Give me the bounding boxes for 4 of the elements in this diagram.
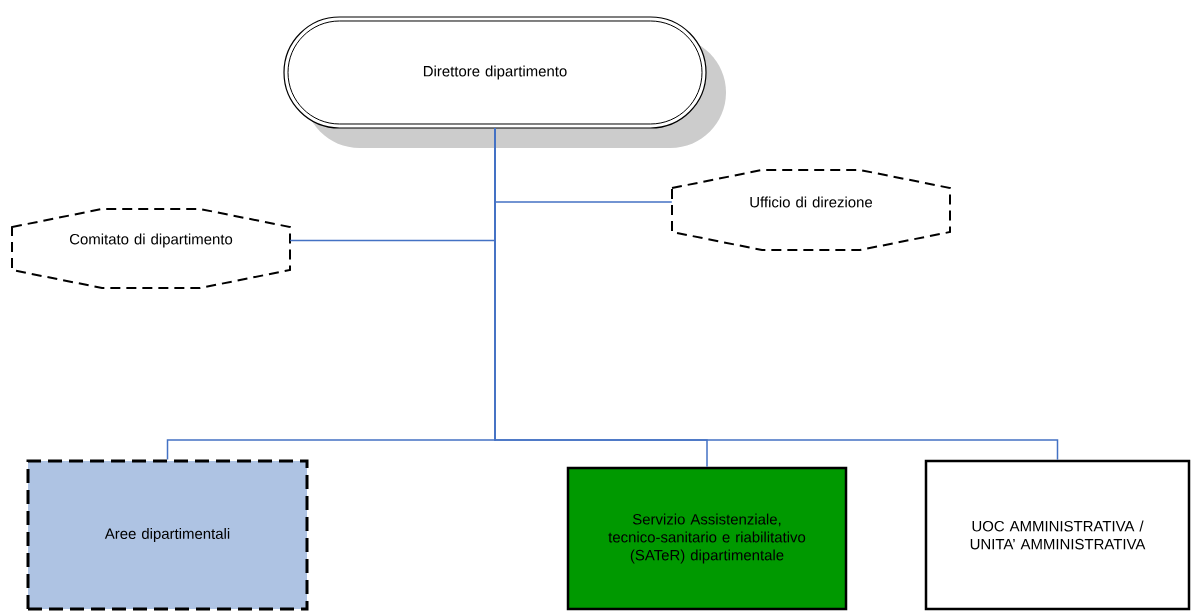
process-box: Servizio Assistenziale, tecnico-sanitario e riabilitativo (SATeR) dipartimentale — [566, 466, 848, 611]
process-box: Aree dipartimentali — [26, 459, 309, 611]
process-box: UOC AMMINISTRATIVA / UNITA’ AMMINISTRATIVA — [924, 459, 1191, 611]
connector-line — [494, 127, 1059, 461]
